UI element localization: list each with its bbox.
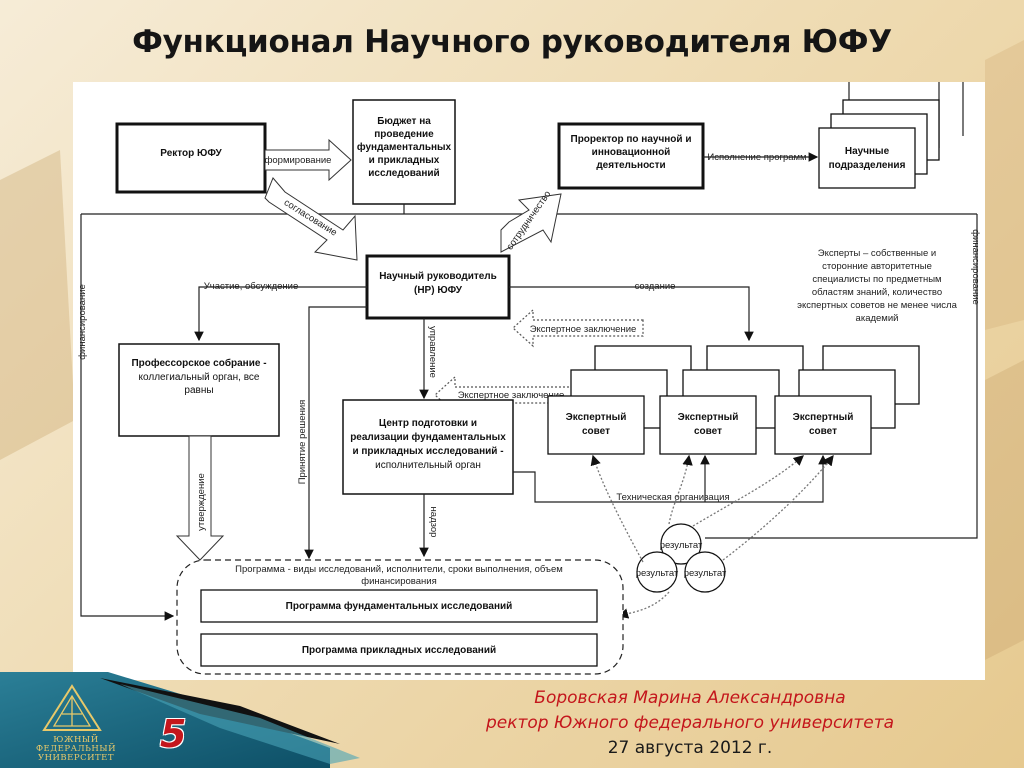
program-caption-line-2: финансирования: [361, 576, 436, 587]
expert-council-2-line-2: совет: [694, 426, 722, 437]
units-line-2: подразделения: [829, 160, 906, 171]
budget-line-3: фундаментальных: [357, 141, 452, 153]
logo-line-2: ФЕДЕРАЛЬНЫЙ: [35, 744, 117, 754]
financing-left-label: финансирование: [77, 284, 88, 360]
experts-note-line-6: академий: [856, 313, 899, 324]
supervisor-node: Научный руководитель (НР) ЮФУ: [365, 254, 511, 320]
execution-arrow: Исполнение программ: [703, 152, 819, 163]
supervisor-line-2: (НР) ЮФУ: [414, 285, 463, 296]
center-line-2: реализации фундаментальных: [350, 431, 506, 443]
logo-line-1: ЮЖНЫЙ: [53, 735, 99, 745]
approval-label: утверждение: [196, 473, 207, 531]
result-label-1: результат: [660, 540, 703, 551]
units-node: Научные подразделения: [818, 99, 940, 189]
decision-arrow: [304, 306, 367, 560]
assembly-line-3: равны: [184, 385, 213, 396]
assembly-node: Профессорское собрание - коллегиальный о…: [118, 343, 280, 437]
center-line-4: исполнительный орган: [375, 460, 481, 471]
expert-council-3: Экспертный совет: [774, 345, 920, 455]
budget-line-2: проведение: [374, 129, 434, 140]
diagram-panel: Ректор ЮФУ формирование Бюджет на провед…: [73, 82, 985, 680]
budget-line-5: исследований: [368, 168, 439, 179]
tech-org-label: Техническая организация: [616, 492, 729, 503]
footer-date: 27 августа 2012 г.: [607, 738, 773, 758]
tech-org-lines: [513, 454, 828, 503]
creation-label: создание: [635, 281, 676, 292]
experts-note-line-5: экспертных советов не менее числа: [797, 300, 957, 311]
participation-label: Участие, обсуждение: [204, 281, 298, 292]
result-arrows: [590, 454, 834, 619]
prorector-line-2: инновационной: [592, 147, 671, 158]
expert-conclusion-arrow-1: Экспертное заключение: [512, 308, 644, 348]
units-line-1: Научные: [845, 146, 890, 157]
forming-label: формирование: [265, 155, 332, 166]
university-logo-text: ЮЖНЫЙ ФЕДЕРАЛЬНЫЙ УНИВЕРСИТЕТ: [16, 736, 136, 763]
cooperation-arrow: сотрудничество: [500, 189, 562, 253]
org-diagram: Ректор ЮФУ формирование Бюджет на провед…: [77, 82, 981, 675]
rector-node: Ректор ЮФУ: [115, 122, 267, 194]
financing-right-label: финансирование: [970, 229, 981, 305]
agreement-label: согласование: [282, 197, 339, 238]
result-label-2: результат: [636, 568, 679, 579]
rector-label: Ректор ЮФУ: [160, 148, 222, 159]
execution-label: Исполнение программ: [707, 152, 806, 163]
experts-note: Эксперты – собственные и сторонние автор…: [797, 248, 957, 324]
approval-arrow: утверждение: [175, 435, 225, 561]
university-logo-icon: [42, 684, 102, 731]
assembly-line-1: Профессорское собрание -: [131, 357, 266, 369]
result-label-3: результат: [684, 568, 727, 579]
program-fund-label: Программа фундаментальных исследований: [286, 600, 513, 612]
slide-title: Функционал Научного руководителя ЮФУ: [132, 24, 892, 60]
agreement-arrow: согласование: [264, 177, 358, 261]
footer-text: Боровская Марина Александровна ректор Юж…: [380, 686, 1000, 761]
program-area: Программа - виды исследований, исполните…: [176, 559, 624, 675]
footer-author: Боровская Марина Александровна: [534, 688, 846, 708]
expert-council-3-line-2: совет: [809, 426, 837, 437]
creation-arrow: [509, 286, 754, 342]
budget-line-4: и прикладных: [369, 155, 440, 166]
expert-council-1-line-1: Экспертный: [566, 412, 627, 423]
expert-conclusion-label-1: Экспертное заключение: [530, 324, 637, 335]
program-caption-line-1: Программа - виды исследований, исполните…: [235, 564, 563, 575]
footer-band: [0, 672, 360, 768]
center-node: Центр подготовки и реализации фундамента…: [342, 399, 514, 495]
experts-note-line-3: специалисты по предметным: [812, 274, 941, 285]
expert-council-1-line-2: совет: [582, 426, 610, 437]
budget-line-1: Бюджет на: [377, 116, 431, 127]
experts-note-line-1: Эксперты – собственные и: [818, 248, 936, 259]
participation-arrow: [194, 286, 367, 342]
center-line-1: Центр подготовки и: [379, 418, 477, 429]
assembly-line-2: коллегиальный орган, все: [139, 372, 260, 383]
center-line-3: и прикладных исследований -: [352, 446, 503, 457]
expert-council-2: Экспертный совет: [659, 345, 804, 455]
management-label: управление: [427, 326, 438, 378]
budget-node: Бюджет на проведение фундаментальных и п…: [352, 99, 456, 214]
prorector-line-3: деятельности: [596, 160, 665, 171]
experts-note-line-4: областям знаний, количество: [812, 287, 942, 298]
program-applied-label: Программа прикладных исследований: [302, 645, 496, 656]
expert-council-2-line-1: Экспертный: [678, 412, 739, 423]
decision-label: Принятие решения: [297, 400, 308, 485]
supervisor-line-1: Научный руководитель: [379, 271, 497, 282]
forming-arrow: формирование: [264, 138, 352, 182]
expert-council-1: Экспертный совет: [547, 345, 692, 455]
supervision-label: надзор: [428, 507, 439, 538]
slide-number: 5: [160, 712, 187, 756]
prorector-line-1: Проректор по научной и: [571, 134, 692, 145]
footer-position: ректор Южного федерального университета: [485, 713, 895, 733]
expert-council-3-line-1: Экспертный: [793, 412, 854, 423]
expert-conclusion-label-2: Экспертное заключение: [458, 390, 565, 401]
experts-note-line-2: сторонние авторитетные: [822, 261, 932, 272]
logo-line-3: УНИВЕРСИТЕТ: [37, 753, 115, 763]
result-circles: результат результат результат: [636, 523, 727, 593]
prorector-node: Проректор по научной и инновационной дея…: [557, 122, 705, 190]
